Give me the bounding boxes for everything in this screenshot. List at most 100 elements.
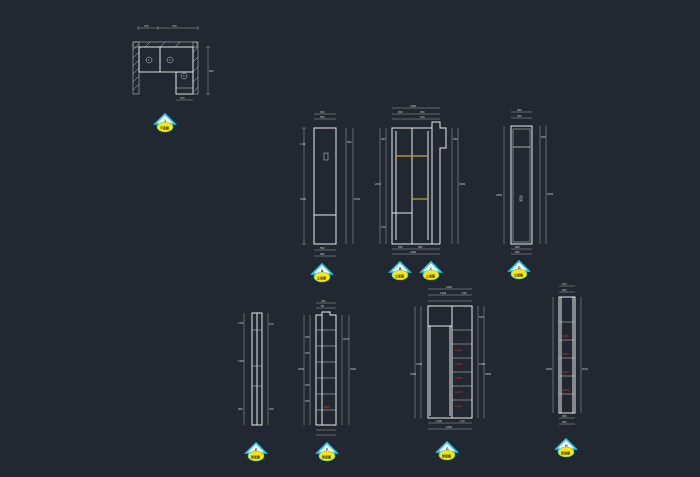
elev-b-dim-right-1: 560 bbox=[453, 138, 458, 141]
elev-f-dim-right-3: 560 bbox=[479, 316, 484, 319]
elev-c-dim-right-1: 560 bbox=[541, 136, 546, 139]
badge-1-label: 平面图 bbox=[160, 125, 169, 130]
badge-2-label: 立面图 bbox=[317, 275, 326, 280]
elev-d-dim-right-2: 450 bbox=[269, 408, 274, 411]
plan-marker-3: 3 bbox=[183, 75, 185, 78]
elev-f-red-label-2: A-02 bbox=[455, 362, 462, 366]
badge-6-label: 剖面图 bbox=[251, 454, 260, 459]
elev-b-dim-left-1: 467 bbox=[381, 138, 386, 141]
elev-c-dim-left-1: 2990 bbox=[496, 194, 503, 197]
elev-g-red-label-3: R03 bbox=[563, 370, 569, 374]
badge-5-label: 立面图 bbox=[514, 272, 523, 277]
elev-f-dim-bottom-2: 120 bbox=[460, 420, 465, 423]
badge-9-label: 剖面图 bbox=[561, 450, 570, 455]
elevation-e: 353 60 R05 2990 590 540 540 540 2040 299… bbox=[298, 300, 357, 436]
elev-g-dim-left-1: 2990 bbox=[546, 368, 553, 371]
elev-g-dim-bottom-1: 363 bbox=[562, 415, 567, 418]
elev-a-dim-top-2: 564 bbox=[320, 116, 325, 119]
elev-f-red-label-1: A-01 bbox=[455, 348, 462, 352]
elev-g-dim-bottom-2: 393 bbox=[562, 421, 567, 424]
elev-a-dim-bottom-2: 564 bbox=[320, 253, 325, 256]
elev-d-dim-right-1: 610 bbox=[269, 323, 274, 326]
elev-e-red-label-1: R05 bbox=[324, 405, 330, 409]
plan-dim-top-1: 470 bbox=[144, 25, 149, 28]
elev-f-dim-top-1: 1620 bbox=[446, 286, 453, 289]
plan-marker-1: 1 bbox=[148, 59, 150, 62]
elev-c-dim-bottom-2: 564 bbox=[515, 251, 520, 254]
badge-2-num: A bbox=[321, 269, 324, 273]
elev-f-red-label-3: A-03 bbox=[455, 376, 462, 380]
badge-8-num: G bbox=[446, 447, 449, 451]
view-badge-1[interactable]: 1 平面图 bbox=[153, 112, 177, 133]
plan-marker-2: 2 bbox=[169, 59, 171, 62]
badge-4-num: C bbox=[430, 267, 433, 271]
elev-a-dim-left-2: 2990 bbox=[300, 198, 307, 201]
elev-f-dim-left-2: 2990 bbox=[410, 373, 417, 376]
elev-b-dim-top-3: 450 bbox=[420, 111, 425, 114]
badge-5-num: D bbox=[518, 266, 521, 270]
elev-g-dim-top-1: 353 bbox=[562, 283, 567, 286]
elevation-a: 450 564 1.80 2990 560 2440 580 564 bbox=[300, 111, 361, 257]
badge-3-num: B bbox=[399, 267, 402, 271]
view-badge-4[interactable]: C 立面图 bbox=[419, 260, 443, 281]
elev-f-dim-top-2: 1490 bbox=[440, 292, 447, 295]
elev-g-dim-right-1: 2040 bbox=[582, 368, 589, 371]
elev-e-dim-top-1: 353 bbox=[321, 300, 326, 303]
elev-a-dim-right-1: 560 bbox=[347, 141, 352, 144]
elev-b-dim-left-2: 2030 bbox=[375, 183, 382, 186]
view-badge-3[interactable]: B 立面图 bbox=[388, 260, 412, 281]
elev-b-dim-top-2: 450 bbox=[398, 111, 403, 114]
elev-g-dim-top-2: 200 bbox=[562, 289, 567, 292]
view-badge-9[interactable]: H 剖面图 bbox=[554, 437, 578, 458]
elev-f-red-label-5: A-05 bbox=[455, 404, 462, 408]
elev-f-dim-right-1: 2580 bbox=[479, 363, 486, 366]
view-badge-5[interactable]: D 立面图 bbox=[507, 259, 531, 280]
elev-b-dim-bottom-2: 580 bbox=[418, 246, 423, 249]
elev-a-dim-top-1: 450 bbox=[320, 111, 325, 114]
elevation-b: 1360 450 450 310 467 2030 970 560 2990 5… bbox=[375, 105, 466, 255]
elev-b-dim-bottom-3: 1360 bbox=[410, 251, 417, 254]
plan-dim-side: 900 bbox=[209, 70, 214, 73]
elev-b-dim-top-4: 310 bbox=[420, 116, 425, 119]
elev-c-dim-bottom-1: 580 bbox=[515, 246, 520, 249]
view-badge-6[interactable]: E 剖面图 bbox=[244, 441, 268, 462]
badge-1-num: 1 bbox=[164, 119, 166, 123]
elevation-f: 1620 1490 240 A-01 A-02 A-03 A-04 A-05 2… bbox=[410, 286, 492, 430]
badge-7-num: F bbox=[326, 448, 328, 452]
elev-a-dim-left-1: 1.80 bbox=[300, 143, 306, 146]
badge-3-label: 立面图 bbox=[395, 273, 404, 278]
plan-view: 470 750 1 2 bbox=[132, 25, 214, 101]
elev-f-dim-bottom-1: 1490 bbox=[436, 420, 443, 423]
badge-8-label: 剖面图 bbox=[442, 453, 451, 458]
elev-c-dim-top-1: 560 bbox=[517, 109, 522, 112]
elev-d-dim-left-2: 1980 bbox=[238, 360, 245, 363]
elev-a-dim-right-2: 2440 bbox=[354, 198, 361, 201]
plan-dim-bottom: 353 bbox=[180, 97, 185, 100]
elev-c-dim-right-2: 2440 bbox=[547, 193, 554, 196]
elev-d-dim-left-1: 3.80 bbox=[238, 322, 244, 325]
elev-e-dim-top-2: 60 bbox=[321, 305, 325, 308]
elev-b-dim-bottom-1: 580 bbox=[398, 246, 403, 249]
elev-f-dim-right-2: 2990 bbox=[485, 373, 492, 376]
elev-e-dim-right-2: 2990 bbox=[350, 368, 357, 371]
elev-f-dim-left-1: 2580 bbox=[416, 363, 423, 366]
elev-b-dim-right-2: 2990 bbox=[459, 183, 466, 186]
elev-g-red-label-1: R01 bbox=[563, 334, 569, 338]
elev-b-dim-top-1: 1360 bbox=[410, 105, 417, 108]
view-badge-2[interactable]: A 立面图 bbox=[310, 262, 334, 283]
elev-g-red-label-4: R04 bbox=[563, 388, 569, 392]
elevation-c: 560 450 2990 560 2440 580 564 bbox=[496, 109, 554, 255]
elev-g-red-label-2: R02 bbox=[563, 352, 569, 356]
elev-e-dim-left-3: 540 bbox=[305, 352, 310, 355]
elev-e-dim-left-1: 2990 bbox=[298, 368, 305, 371]
elev-f-dim-top-3: 240 bbox=[462, 292, 467, 295]
elev-d-dim-left-3: 960 bbox=[238, 408, 243, 411]
view-badge-7[interactable]: F 剖面图 bbox=[315, 441, 339, 462]
elev-f-dim-bottom-3: 1620 bbox=[446, 426, 453, 429]
elev-e-dim-right-1: 2040 bbox=[343, 338, 350, 341]
badge-9-num: H bbox=[565, 444, 568, 448]
view-badge-8[interactable]: G 剖面图 bbox=[435, 440, 459, 461]
elev-c-dim-top-2: 450 bbox=[517, 115, 522, 118]
